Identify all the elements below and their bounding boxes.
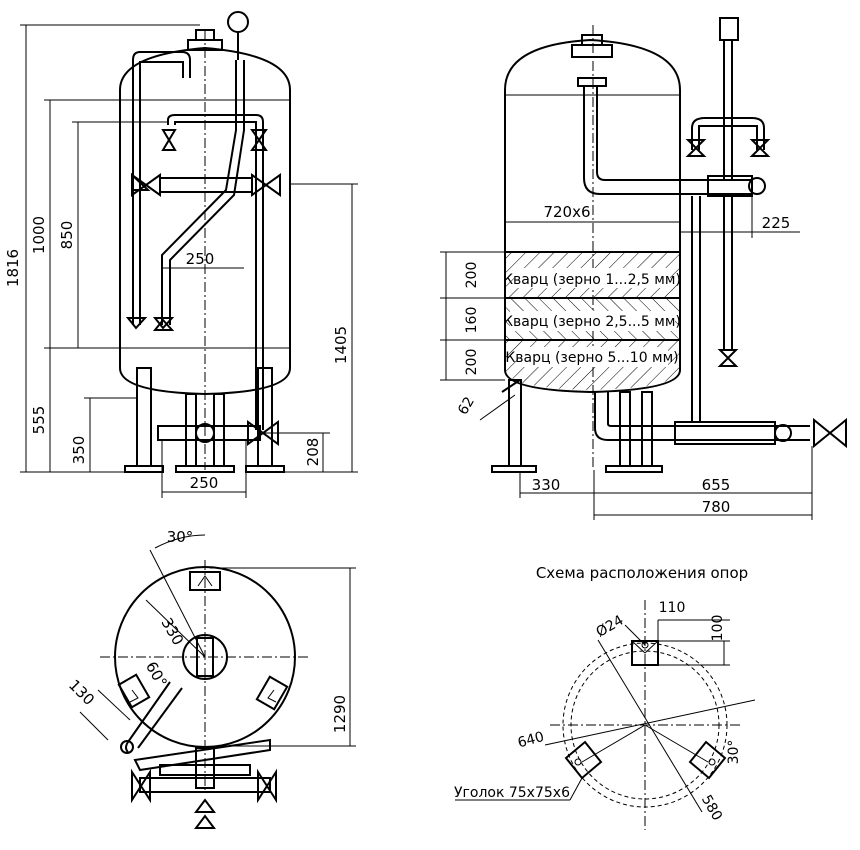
- support-dim-110: 110: [659, 600, 686, 616]
- dim-208: 208: [304, 438, 322, 467]
- side-outlet-pipe: [594, 392, 810, 441]
- dim-1405: 1405: [332, 326, 350, 364]
- front-valve-left: [131, 172, 161, 197]
- support-dim-100: 100: [710, 615, 726, 642]
- dim-200-bottom: 200: [464, 349, 480, 376]
- front-view: 1816 1000 850 250 1405 555 350 208 250: [4, 11, 358, 498]
- dim-160: 160: [464, 307, 480, 334]
- pressure-gauge-icon: [227, 11, 249, 33]
- side-vessel-shell: [504, 38, 681, 394]
- support-dim-580: 580: [698, 792, 725, 823]
- support-dim-30: 30°: [726, 740, 742, 765]
- dim-555: 555: [30, 406, 48, 435]
- dim-1000: 1000: [30, 216, 48, 254]
- top-radius-330: 330: [157, 615, 187, 649]
- dim-850: 850: [58, 221, 76, 250]
- support-scheme: Схема расположения опор 110 Ø24 100 640 …: [454, 564, 756, 830]
- front-inner-pipe: [132, 51, 191, 325]
- dim-200-top: 200: [464, 262, 480, 289]
- top-offset-130: 130: [65, 676, 98, 709]
- layer-2-label: Кварц (зерно 2,5...5 мм): [503, 314, 681, 330]
- side-inlet-pipe: [583, 86, 752, 195]
- dim-655: 655: [702, 476, 731, 494]
- support-scheme-title: Схема расположения опор: [536, 564, 748, 582]
- shell-size-label: 720x6: [543, 203, 590, 221]
- support-right: [688, 740, 727, 780]
- front-leg-left: [136, 367, 152, 467]
- dim-350: 350: [70, 436, 88, 465]
- layer-3-label: Кварц (зерно 5...10 мм): [505, 350, 678, 366]
- dim-62: 62: [455, 394, 478, 417]
- support-dim-640: 640: [516, 729, 546, 751]
- dim-780: 780: [702, 498, 731, 516]
- side-view: Кварц (зерно 1...2,5 мм) Кварц (зерно 2,…: [440, 17, 847, 520]
- front-vessel-shell: [119, 46, 291, 396]
- support-dim-d24: Ø24: [594, 612, 627, 640]
- dim-330: 330: [532, 476, 561, 494]
- dim-1816: 1816: [4, 249, 22, 287]
- top-angle-30: 30°: [167, 528, 194, 546]
- support-angle-label: Уголок 75x75x6: [454, 785, 570, 801]
- dim-250-inner: 250: [186, 250, 215, 268]
- layer-1-label: Кварц (зерно 1...2,5 мм): [503, 272, 681, 288]
- support-left: [564, 740, 603, 780]
- dim-1290: 1290: [331, 695, 349, 733]
- dim-225: 225: [762, 214, 791, 232]
- top-view: 30° 330 60° 130 1290: [65, 528, 356, 829]
- dim-250-bottom: 250: [190, 474, 219, 492]
